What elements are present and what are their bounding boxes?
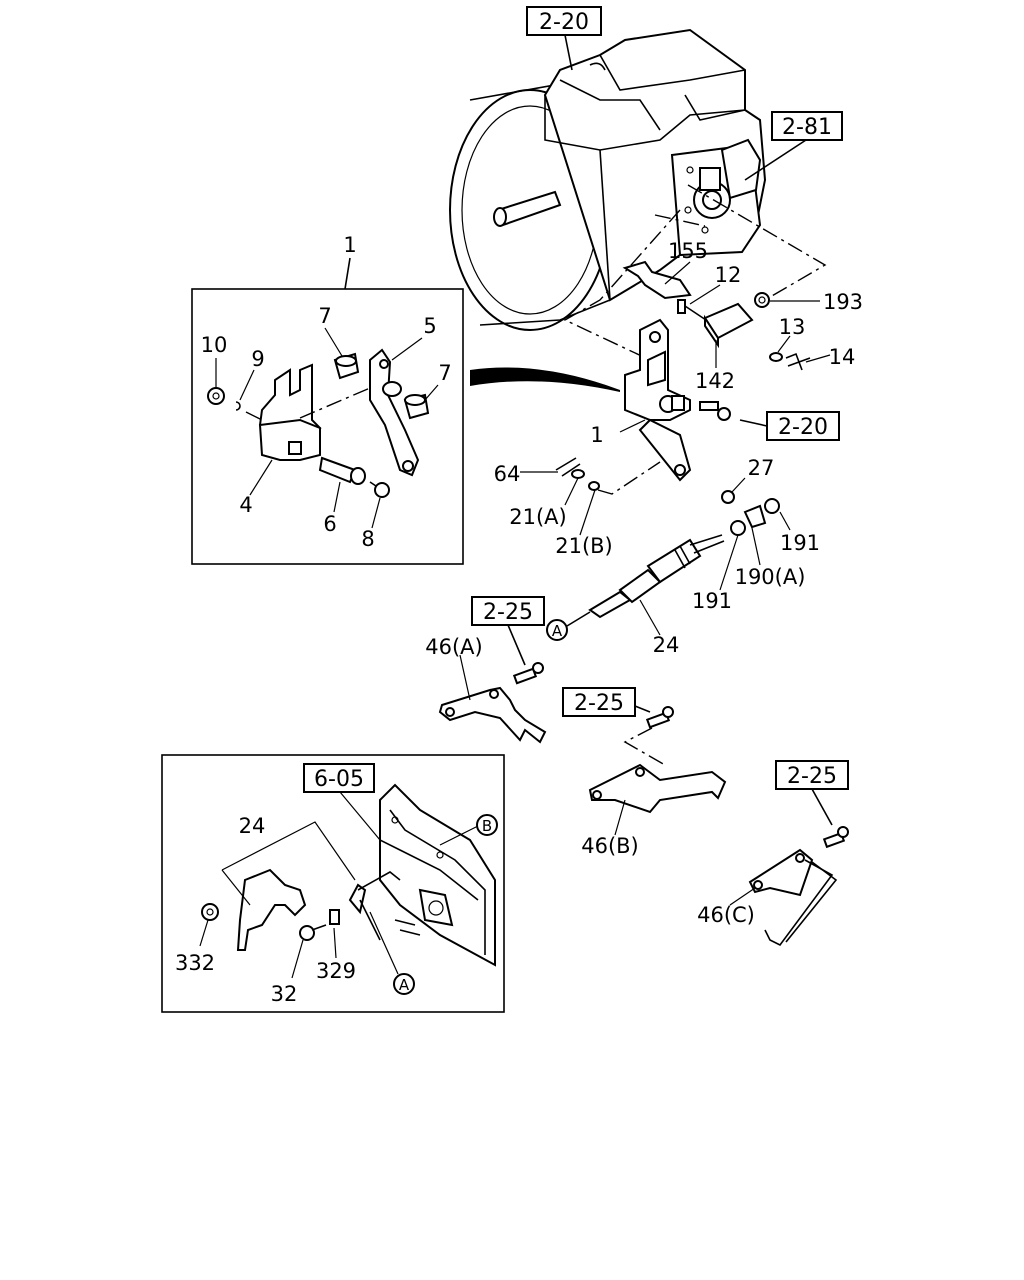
label-24-inset: 24 [239, 814, 266, 838]
label-1: 1 [590, 423, 603, 447]
label-332: 332 [175, 951, 215, 975]
bracket-46c [748, 848, 838, 947]
label-155: 155 [668, 239, 708, 263]
label-46b: 46(B) [581, 834, 639, 858]
label-6: 6 [323, 512, 336, 536]
ref-box-2-20-mid[interactable]: 2-20 [766, 411, 840, 441]
control-cable-24 [588, 534, 725, 619]
label-21b: 21(B) [555, 534, 613, 558]
label-27: 27 [748, 456, 775, 480]
label-8: 8 [361, 527, 374, 551]
connector-arrow [470, 367, 620, 392]
ref-text: 6-05 [314, 767, 364, 792]
bracket-46a [438, 686, 547, 744]
label-46c: 46(C) [697, 903, 755, 927]
label-191-b: 191 [692, 589, 732, 613]
label-190a: 190(A) [735, 565, 806, 589]
leader-lines [459, 261, 831, 906]
nut-191-a [764, 498, 780, 514]
ref-box-2-20-top[interactable]: 2-20 [526, 6, 602, 36]
nut-27 [721, 490, 735, 504]
svg-text:A: A [399, 976, 410, 994]
callout-a-inset: A [393, 973, 415, 995]
ref-box-2-25-c[interactable]: 2-25 [775, 760, 849, 790]
label-4: 4 [239, 493, 252, 517]
label-7b: 7 [438, 361, 451, 385]
label-64: 64 [494, 462, 521, 486]
part-190a [743, 504, 767, 529]
clip-14 [785, 352, 811, 371]
svg-text:B: B [482, 817, 492, 835]
label-12: 12 [715, 263, 742, 287]
ref-text: 2-25 [574, 691, 624, 716]
bracket-46b [588, 763, 727, 814]
washer-21b [588, 481, 600, 491]
label-32: 32 [271, 982, 298, 1006]
shift-bracket-1 [624, 318, 692, 482]
ref-text: 2-81 [782, 115, 832, 140]
label-9: 9 [251, 347, 264, 371]
svg-text:A: A [552, 622, 563, 640]
label-7a: 7 [318, 304, 331, 328]
label-24: 24 [653, 633, 680, 657]
label-13: 13 [779, 315, 806, 339]
label-1-top: 1 [343, 233, 356, 257]
transmission-assembly [449, 28, 767, 331]
inset-cab-mount: 6-05 B A 24 332 32 329 [161, 754, 505, 1013]
ref-box-2-25-b[interactable]: 2-25 [562, 687, 636, 717]
label-193: 193 [823, 290, 863, 314]
label-21a: 21(A) [509, 505, 566, 529]
ref-text: 2-25 [787, 764, 837, 789]
part-12-pin [677, 299, 707, 321]
nut-191-b [730, 520, 746, 536]
main-labels: 155 12 193 13 14 142 1 27 64 21(A) 21(B)… [425, 239, 863, 927]
label-329: 329 [316, 959, 356, 983]
inset-assembly-1: 1 7 5 10 9 7 4 6 8 [191, 233, 464, 565]
washer-21a [571, 469, 585, 479]
bolt-46c [822, 826, 849, 849]
ref-text: 2-20 [778, 415, 828, 440]
bolt-46b [645, 706, 674, 729]
ref-box-6-05[interactable]: 6-05 [303, 763, 375, 793]
label-14: 14 [829, 345, 856, 369]
callout-b-inset: B [476, 814, 498, 836]
nut-193 [754, 292, 770, 308]
label-46a: 46(A) [425, 635, 482, 659]
washer-13 [769, 352, 783, 362]
pin-64 [555, 457, 581, 477]
ref-text: 2-25 [483, 600, 533, 625]
part-142-clevis [703, 302, 754, 349]
bolt-46a [512, 662, 544, 685]
label-191-a: 191 [780, 531, 820, 555]
label-5: 5 [423, 314, 436, 338]
part-155 [622, 260, 692, 300]
ref-text: 2-20 [539, 10, 589, 35]
ref-box-2-25-a[interactable]: 2-25 [471, 596, 545, 626]
label-142: 142 [695, 369, 735, 393]
label-10: 10 [201, 333, 228, 357]
ref-box-2-81[interactable]: 2-81 [771, 111, 843, 141]
bolt-2-20 [699, 401, 731, 421]
callout-a-main: A [546, 619, 568, 641]
